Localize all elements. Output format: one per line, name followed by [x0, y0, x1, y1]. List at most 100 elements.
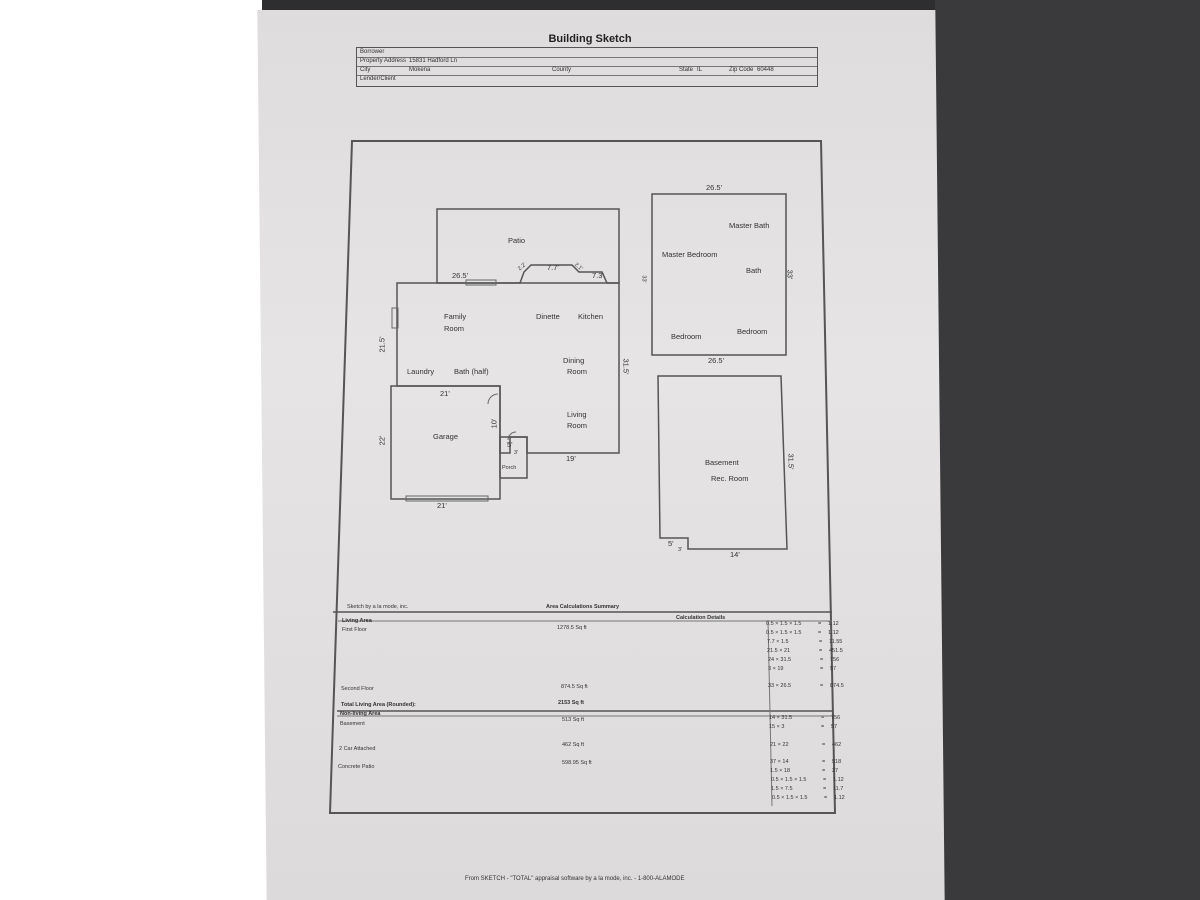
- room-bath: Bath: [746, 266, 762, 275]
- county-label: County: [552, 67, 572, 73]
- sheet-title: Building Sketch: [548, 33, 632, 45]
- total-living-value: 2153 Sq ft: [558, 700, 584, 706]
- basement-outline: [657, 375, 788, 550]
- room-living: Living: [567, 410, 587, 419]
- sketch-frame: [328, 140, 837, 814]
- header-row-lender: Lender/Client: [357, 75, 817, 84]
- calc-result: 756: [831, 715, 841, 721]
- dim-living-bottom: 19': [566, 454, 576, 463]
- calc-expr: 0.5 × 1.5 × 1.5: [772, 795, 808, 801]
- calc-expr: 21.5 × 21: [767, 648, 791, 654]
- calc-expr: 0.5 × 1.5 × 1.5: [766, 630, 802, 636]
- patio-area: 598.95 Sq ft: [562, 760, 592, 766]
- second-floor-outline: [651, 193, 787, 356]
- dim-garage-side: 10': [489, 418, 499, 429]
- room-living-room: Room: [567, 421, 588, 430]
- calc-result: 11.7: [833, 786, 844, 792]
- dim-living-height: 31.5': [621, 358, 631, 375]
- room-porch: Porch: [502, 465, 517, 471]
- room-dining-room: Room: [567, 367, 588, 376]
- calc-expr: 1.5 × 7.5: [771, 786, 793, 792]
- dim-porch-width: 5': [507, 440, 513, 449]
- header-row-borrower: Borrower: [357, 48, 817, 58]
- calc-eq: =: [823, 786, 827, 792]
- calc-eq: =: [820, 683, 824, 689]
- header-row-property: Property Address 15831 Hadford Ln: [357, 57, 817, 67]
- first-floor-area: 1278.5 Sq ft: [557, 625, 587, 631]
- room-bedroom-2: Bedroom: [737, 327, 768, 336]
- porch-outline: [499, 436, 528, 479]
- lender-label: Lender/Client: [360, 76, 396, 82]
- background-top: [262, 0, 935, 12]
- background-left: [0, 0, 262, 900]
- window-marker: [391, 307, 399, 329]
- sketch-credit: Sketch by a la mode, inc.: [347, 604, 409, 610]
- room-bath-half: Bath (half): [454, 367, 489, 376]
- dim-basement-notch-w: 5': [668, 539, 674, 548]
- calc-expr: 1.5 × 18: [770, 768, 791, 774]
- calc-result: 462: [832, 742, 842, 748]
- dim-basement-bottom: 14': [730, 550, 740, 559]
- calc-eq: =: [821, 715, 825, 721]
- calc-expr: 0.5 × 1.5 × 1.5: [771, 777, 807, 783]
- non-living-heading: Non-living Area: [340, 711, 381, 717]
- first-floor-label: First Floor: [342, 627, 367, 633]
- calc-result: 11.55: [829, 639, 843, 645]
- room-rec-room: Rec. Room: [711, 474, 749, 483]
- dim-patio-notch: 7.7': [547, 263, 559, 272]
- door-swing-2: [507, 431, 517, 441]
- property-label: Property Address: [360, 58, 407, 64]
- calc-eq: =: [822, 742, 826, 748]
- calc-result: 1.12: [833, 777, 844, 783]
- dim-patio-width: 26.5': [452, 271, 469, 280]
- summary-col-line: [767, 619, 773, 807]
- calc-expr: 7.7 × 1.5: [767, 639, 789, 645]
- calc-eq: =: [822, 759, 826, 765]
- door-swing: [487, 393, 499, 405]
- dim-family-height: 21.5': [377, 336, 387, 353]
- dim-basement-notch-h: 3': [678, 547, 683, 553]
- city-value: Mokena: [409, 67, 431, 73]
- header-block: Borrower Property Address 15831 Hadford …: [356, 47, 818, 87]
- calc-eq: =: [824, 795, 828, 801]
- door-marker: [465, 279, 497, 286]
- summary-title: Area Calculations Summary: [546, 604, 620, 610]
- garage-area: 462 Sq ft: [562, 742, 585, 748]
- basement-label: Basement: [340, 721, 365, 727]
- total-living-label: Total Living Area (Rounded):: [341, 702, 416, 708]
- calc-eq: =: [823, 777, 827, 783]
- living-area-heading: Living Area: [342, 618, 372, 624]
- room-bedroom-1: Bedroom: [671, 332, 702, 341]
- calc-result: 518: [832, 759, 842, 765]
- calc-eq: =: [822, 768, 826, 774]
- calc-expr: 33 × 26.5: [768, 683, 792, 689]
- calc-expr: 15 × 3: [769, 724, 785, 730]
- calc-expr: 37 × 14: [770, 759, 789, 765]
- calc-eq: =: [820, 657, 824, 663]
- patio-label: Concrete Patio: [338, 764, 375, 770]
- city-label: City: [360, 67, 371, 73]
- dim-porch-depth: 3': [514, 450, 519, 456]
- room-laundry: Laundry: [407, 367, 435, 376]
- garage-outline: [390, 385, 501, 500]
- room-dining: Dining: [563, 356, 585, 365]
- calc-expr: 21 × 22: [770, 742, 789, 748]
- room-dinette: Dinette: [536, 312, 560, 321]
- calc-result: 57: [830, 666, 837, 672]
- dim-garage-height: 22': [377, 435, 387, 446]
- state-value: IL: [697, 67, 703, 73]
- state-label: State: [679, 67, 694, 73]
- calc-expr: 0.5 × 1.5 × 1.5: [766, 621, 802, 627]
- zip-label: Zip Code: [729, 67, 754, 73]
- dim-patio-right: 7.3': [592, 271, 604, 280]
- room-garage: Garage: [433, 432, 459, 441]
- second-floor-area: 874.5 Sq ft: [561, 684, 588, 690]
- room-family-room: Room: [444, 324, 465, 333]
- calc-result: 1.12: [828, 621, 839, 627]
- calc-expr: 3 × 19: [768, 666, 784, 672]
- room-patio: Patio: [508, 236, 526, 245]
- garage-door: [405, 495, 489, 502]
- calc-result: 57: [831, 724, 838, 730]
- room-master-bedroom: Master Bedroom: [662, 250, 718, 259]
